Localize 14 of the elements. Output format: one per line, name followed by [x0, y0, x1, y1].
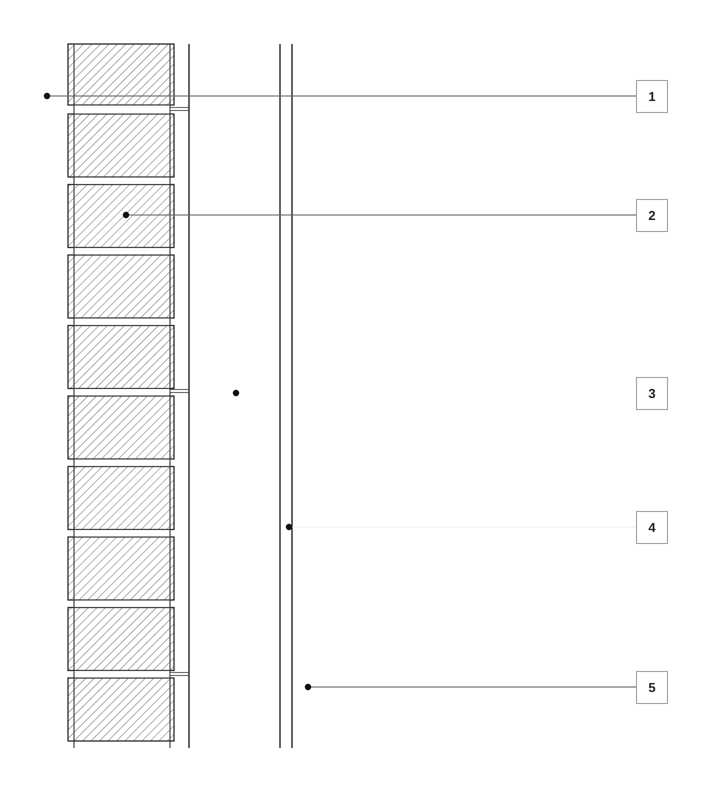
callout-number: 5: [648, 680, 656, 694]
callout-box: [636, 198, 668, 232]
leader-line: [122, 212, 636, 218]
callout-number: 3: [648, 386, 656, 400]
leader-line: [304, 684, 636, 690]
callout-number: 2: [648, 208, 656, 222]
callout-box: [636, 80, 668, 112]
callout-box: [636, 510, 668, 544]
callout-number: 1: [648, 88, 656, 104]
callout-box: [636, 670, 668, 704]
callout-number: 4: [648, 520, 656, 534]
callout-box: [636, 376, 668, 410]
leader-line: [44, 92, 636, 100]
leader-line: [286, 524, 636, 530]
